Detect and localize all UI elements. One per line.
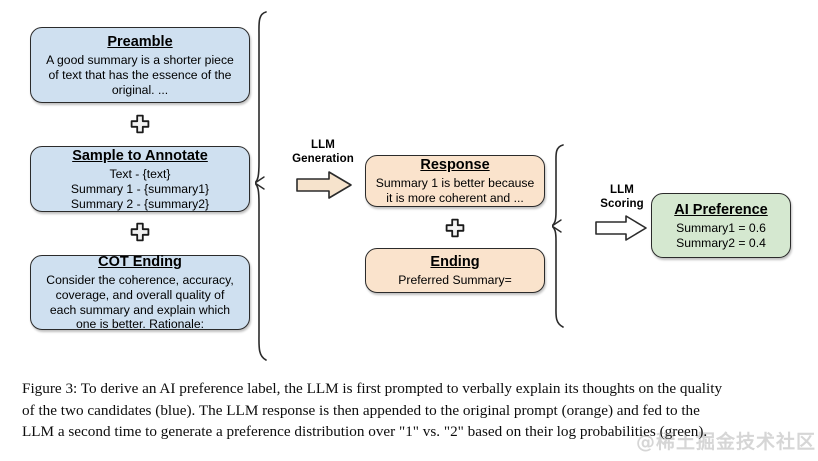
caption-line-1: Figure 3: To derive an AI preference lab… <box>22 380 723 397</box>
prompt-box-cot-title: COT Ending <box>98 253 182 270</box>
brace-response-group <box>552 143 582 329</box>
plus-icon-prompt-2 <box>130 222 150 242</box>
step-label-llm-generation: LLM Generation <box>292 139 354 165</box>
arrow-llm-generation <box>295 170 353 200</box>
caption-line-2: of the two candidates (blue). The LLM re… <box>22 401 700 419</box>
response-box-ending-body: Preferred Summary= <box>398 273 512 288</box>
prompt-box-preamble: Preamble A good summary is a shorter pie… <box>30 27 250 103</box>
response-box-response-body: Summary 1 is better because it is more c… <box>375 176 535 206</box>
arrow-llm-scoring <box>594 214 648 242</box>
plus-icon-response-1 <box>445 218 465 238</box>
response-box-ending: Ending Preferred Summary= <box>365 248 545 293</box>
response-box-response: Response Summary 1 is better because it … <box>365 155 545 207</box>
prompt-box-cot-body: Consider the coherence, accuracy, covera… <box>46 272 234 332</box>
prompt-box-preamble-title: Preamble <box>107 33 173 50</box>
prompt-box-cot-ending: COT Ending Consider the coherence, accur… <box>30 253 250 332</box>
output-box-ai-preference-title: AI Preference <box>674 201 768 218</box>
brace-prompt-group <box>255 10 285 362</box>
output-box-ai-preference: AI Preference Summary1 = 0.6 Summary2 = … <box>651 193 791 258</box>
plus-icon-prompt-1 <box>130 114 150 134</box>
caption-line-3: LLM a second time to generate a preferen… <box>22 423 708 441</box>
figure-caption: Figure 3: To derive an AI preference lab… <box>22 378 800 443</box>
step-label-llm-scoring: LLM Scoring <box>600 184 644 210</box>
prompt-box-sample-to-annotate: Sample to Annotate Text - {text} Summary… <box>30 146 250 212</box>
response-box-response-title: Response <box>420 157 490 174</box>
output-box-ai-preference-body: Summary1 = 0.6 Summary2 = 0.4 <box>676 220 766 250</box>
response-box-ending-title: Ending <box>430 254 480 270</box>
prompt-box-sample-title: Sample to Annotate <box>72 147 208 164</box>
prompt-box-preamble-body: A good summary is a shorter piece of tex… <box>46 52 234 97</box>
prompt-box-sample-body: Text - {text} Summary 1 - {summary1} Sum… <box>70 166 210 211</box>
